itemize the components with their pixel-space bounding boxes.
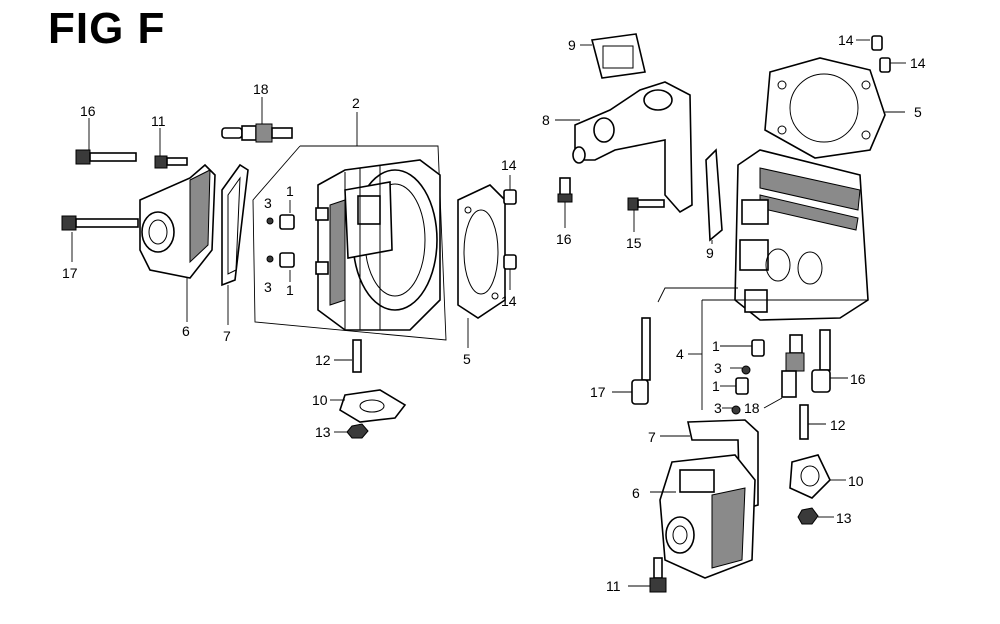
- cylinder-head-right: [734, 149, 869, 321]
- callout-18: 18: [253, 81, 269, 97]
- callout-6: 6: [632, 485, 640, 501]
- callout-14: 14: [910, 55, 926, 71]
- dowels-right: [856, 35, 906, 73]
- stud-bolt-right: [612, 317, 651, 405]
- gasket-9-side: [705, 148, 723, 244]
- callout-3: 3: [714, 400, 722, 416]
- callout-10: 10: [848, 473, 864, 489]
- figure-title: FIG F: [48, 4, 166, 53]
- rocker-cover-left: [139, 163, 216, 279]
- bolts-right-top: [557, 177, 665, 232]
- callout-16: 16: [80, 103, 96, 119]
- callout-labels: 2 3 1 3 1 18 16 11 17 6 7 14 14 5 12 10 …: [62, 32, 926, 594]
- head-gasket-left: [457, 184, 506, 348]
- callout-11: 11: [606, 578, 621, 594]
- callout-1: 1: [286, 282, 294, 298]
- callout-11: 11: [151, 113, 166, 129]
- callout-1: 1: [286, 183, 294, 199]
- callout-5: 5: [914, 104, 922, 120]
- callout-16: 16: [850, 371, 866, 387]
- callout-3: 3: [714, 360, 722, 376]
- callout-1: 1: [712, 338, 720, 354]
- dowels-left: [503, 175, 517, 290]
- callout-7: 7: [648, 429, 656, 445]
- callout-6: 6: [182, 323, 190, 339]
- head-gasket-right: [764, 57, 905, 159]
- callout-13: 13: [836, 510, 852, 526]
- callout-12: 12: [315, 352, 331, 368]
- bolt-11-right: [628, 557, 667, 593]
- stud-insulator-left: [330, 339, 407, 439]
- spark-plug-left: [221, 97, 293, 143]
- callout-12: 12: [830, 417, 846, 433]
- callout-14: 14: [838, 32, 854, 48]
- bolts-left: [61, 118, 188, 322]
- callout-3: 3: [264, 195, 272, 211]
- callout-1: 1: [712, 378, 720, 394]
- callout-9: 9: [706, 245, 714, 261]
- callout-15: 15: [626, 235, 642, 251]
- insulator-right: [789, 454, 846, 525]
- callout-7: 7: [223, 328, 231, 344]
- callout-18: 18: [744, 400, 760, 416]
- callout-3: 3: [264, 279, 272, 295]
- exhaust-manifold: [555, 81, 693, 214]
- cylinder-head-left: [315, 159, 441, 331]
- gasket-9-top: [580, 33, 646, 79]
- spark-plug-right: [763, 334, 805, 409]
- assembly-box-left: [252, 112, 447, 341]
- stud-16-right: [811, 329, 848, 393]
- stud-12-right: [799, 404, 826, 440]
- callout-8: 8: [542, 112, 550, 128]
- valve-bracket-right: [657, 287, 752, 410]
- callout-9: 9: [568, 37, 576, 53]
- callout-14: 14: [501, 157, 517, 173]
- callout-13: 13: [315, 424, 331, 440]
- rocker-cover-right: [650, 454, 756, 579]
- callout-14: 14: [501, 293, 517, 309]
- valve-parts-right: [731, 339, 765, 415]
- gasket-7-left: [221, 163, 249, 325]
- callout-2: 2: [352, 95, 360, 111]
- valve-parts-left: [266, 200, 295, 282]
- callout-17: 17: [590, 384, 606, 400]
- callout-17: 17: [62, 265, 78, 281]
- callout-16: 16: [556, 231, 572, 247]
- callout-10: 10: [312, 392, 328, 408]
- callout-4: 4: [676, 346, 684, 362]
- callout-5: 5: [463, 351, 471, 367]
